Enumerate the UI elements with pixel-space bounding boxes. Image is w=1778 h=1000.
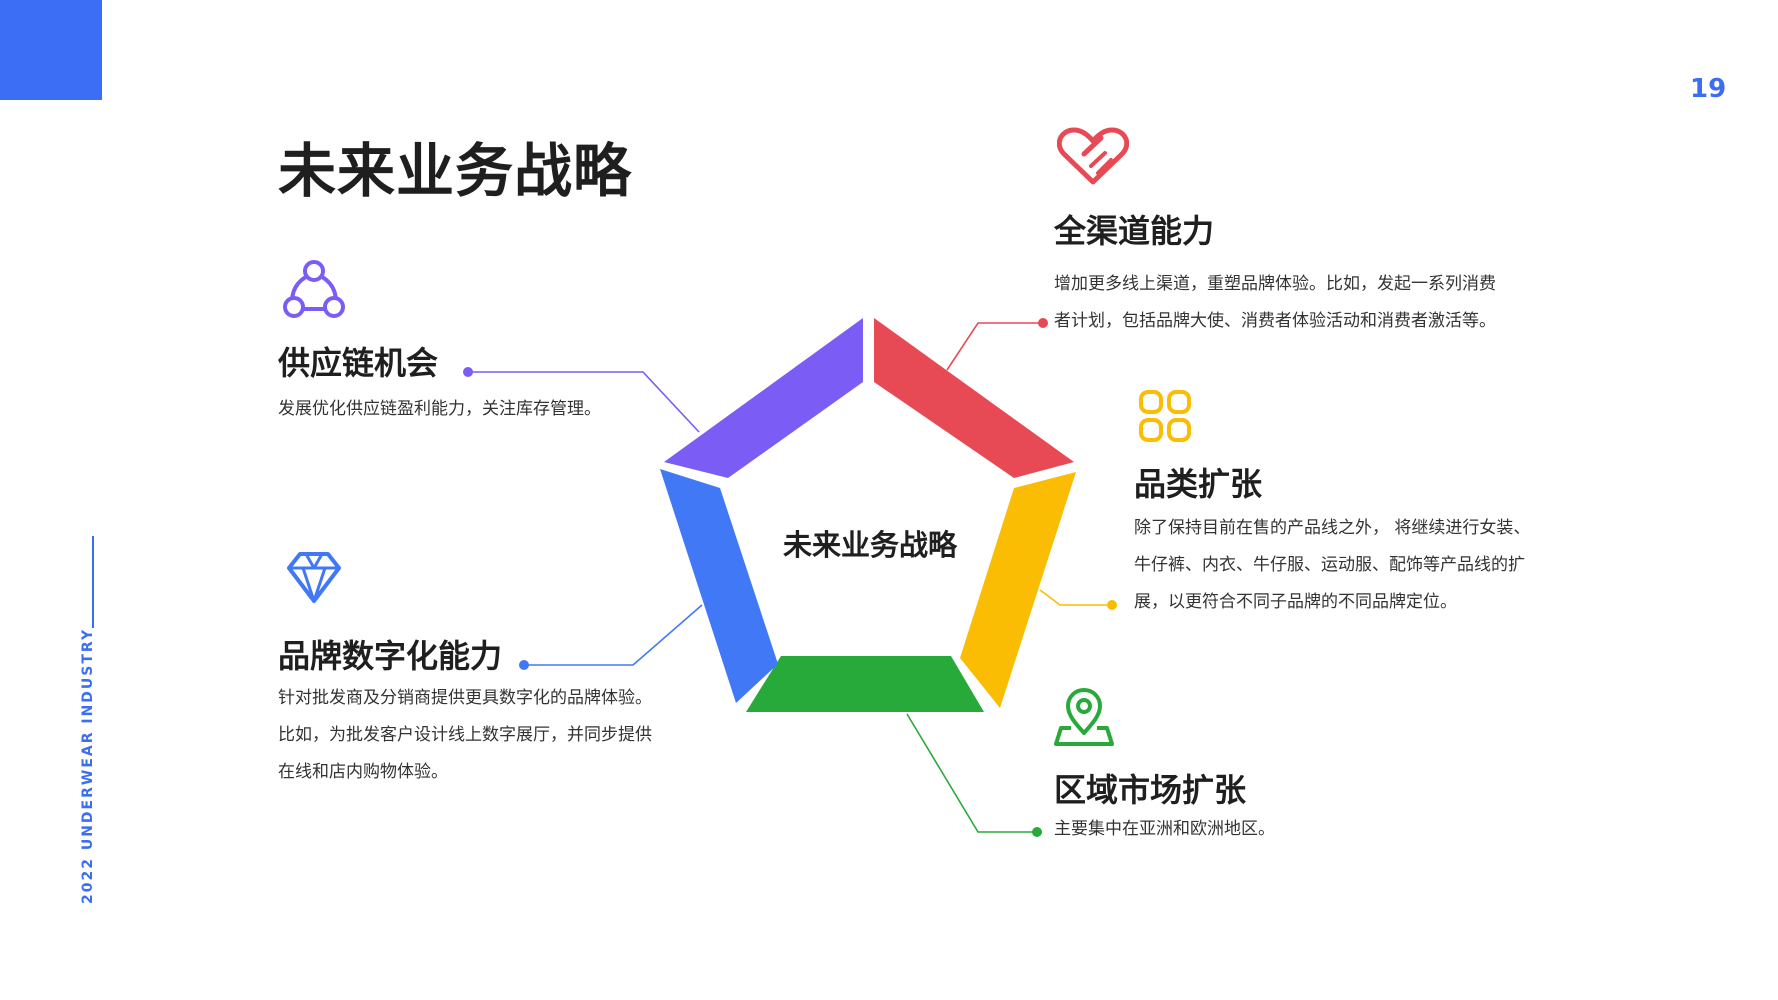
segment-supply (664, 318, 863, 478)
item-desc-supply: 发展优化供应链盈利能力，关注库存管理。 (278, 399, 601, 419)
connector-digital (524, 604, 703, 666)
dot-regional (1032, 827, 1042, 837)
side-divider (92, 536, 94, 628)
dot-category (1107, 600, 1117, 610)
item-desc-omnichannel: 增加更多线上渠道，重塑品牌体验。比如，发起一系列消费 者计划，包括品牌大使、消费… (1054, 274, 1496, 331)
item-title-regional: 区域市场扩张 (1054, 771, 1247, 809)
item-title-digital: 品牌数字化能力 (278, 637, 503, 675)
segment-omnichannel (874, 318, 1074, 478)
segment-category (960, 472, 1076, 708)
dot-omnichannel (1038, 318, 1048, 328)
item-title-omnichannel: 全渠道能力 (1054, 212, 1215, 250)
network-icon (283, 260, 345, 318)
item-title-supply: 供应链机会 (278, 344, 439, 382)
page-number: 19 (1690, 74, 1727, 104)
connector-supply (468, 371, 700, 433)
connector-category (1039, 589, 1112, 606)
page-title: 未来业务战略 (278, 137, 633, 205)
map-pin-icon (1054, 688, 1114, 746)
connector-omnichannel (946, 322, 1043, 371)
item-title-category: 品类扩张 (1134, 465, 1263, 503)
grid-icon (1139, 390, 1191, 442)
item-desc-digital: 针对批发商及分销商提供更具数字化的品牌体验。 比如，为批发客户设计线上数字展厅，… (278, 688, 652, 782)
diagram-center-label: 未来业务战略 (782, 528, 957, 562)
connector-regional (906, 713, 1037, 833)
segment-digital (660, 469, 778, 703)
dot-supply (463, 367, 473, 377)
item-desc-category: 除了保持目前在售的产品线之外， 将继续进行女装、 牛仔裤、内衣、牛仔服、运动服、… (1134, 518, 1531, 612)
segment-regional (746, 656, 984, 712)
item-desc-regional: 主要集中在亚洲和欧洲地区。 (1054, 819, 1275, 839)
diamond-icon (287, 552, 341, 603)
heart-handshake-icon (1057, 127, 1129, 185)
corner-accent-block (0, 0, 102, 100)
dot-digital (519, 660, 529, 670)
